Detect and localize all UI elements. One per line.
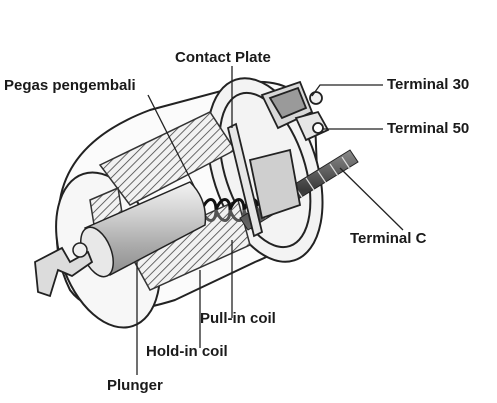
label-plunger: Plunger xyxy=(107,377,163,394)
label-terminal-c: Terminal C xyxy=(350,230,427,247)
leader-pegas-pengembali xyxy=(147,94,196,189)
plunger xyxy=(34,181,207,298)
label-contact-plate: Contact Plate xyxy=(175,49,271,66)
leader-terminal-30 xyxy=(311,84,383,97)
label-pegas-pengembali: Pegas pengembali xyxy=(4,77,136,94)
coil-windings xyxy=(89,111,251,291)
terminals xyxy=(260,80,330,142)
leader-lines xyxy=(136,66,404,375)
contact-plate xyxy=(226,122,302,238)
leader-terminal-c xyxy=(339,167,404,231)
label-hold-in-coil: Hold-in coil xyxy=(146,343,228,360)
label-pull-in-coil: Pull-in coil xyxy=(200,310,276,327)
label-terminal-50: Terminal 50 xyxy=(387,120,470,137)
label-terminal-30: Terminal 30 xyxy=(387,76,470,93)
